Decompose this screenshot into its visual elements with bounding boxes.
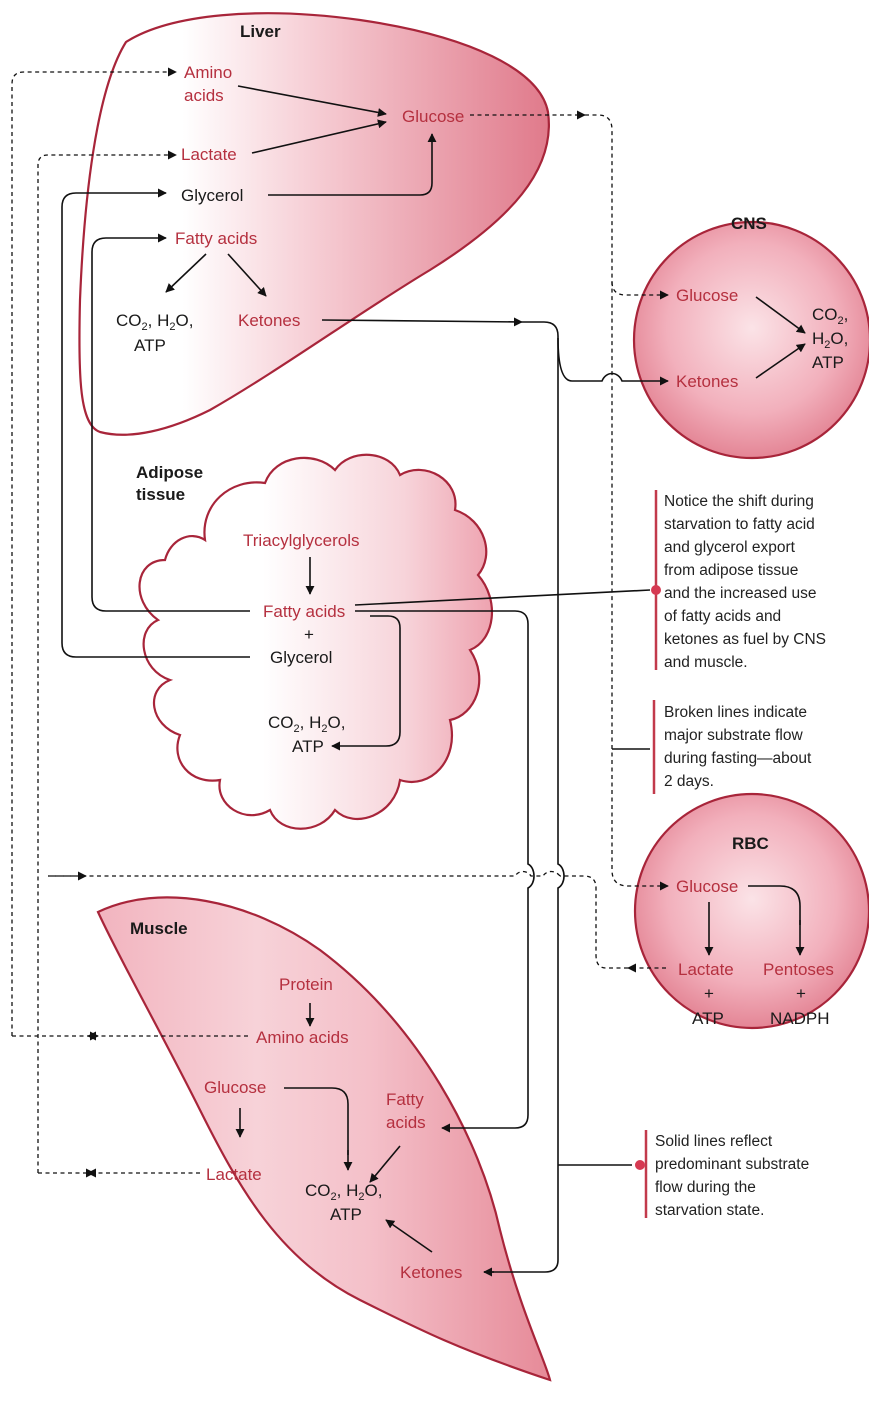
adipose-title-line1: Adipose (136, 463, 203, 482)
rbc-shape (633, 792, 869, 1030)
note-solid-lines: Solid lines reflect predominant substrat… (635, 1130, 809, 1219)
cns-products-h2o: H2O, (812, 329, 848, 351)
note-shift-marker (651, 585, 661, 595)
muscle-products-atp: ATP (330, 1205, 362, 1224)
muscle-lactate: Lactate (206, 1165, 262, 1184)
muscle-fatty-acids-line1: Fatty (386, 1090, 424, 1109)
rbc-lactate: Lactate (678, 960, 734, 979)
note-broken-line: during fasting—about (664, 750, 812, 767)
adipose-shape (138, 453, 494, 830)
rbc-nadph: NADPH (770, 1009, 830, 1028)
liver-products-line1: CO2, H2O, (116, 311, 193, 333)
adipose-fatty-acids: Fatty acids (263, 602, 345, 621)
liver-glucose: Glucose (402, 107, 464, 126)
note-shift-line: of fatty acids and (664, 608, 781, 625)
rbc-glucose: Glucose (676, 877, 738, 896)
cns-glucose: Glucose (676, 286, 738, 305)
liver-glycerol: Glycerol (181, 186, 243, 205)
note-shift-line: and the increased use (664, 585, 817, 602)
note-shift-line: and glycerol export (664, 539, 796, 556)
muscle-fatty-acids-line2: acids (386, 1113, 426, 1132)
liver-fatty-acids: Fatty acids (175, 229, 257, 248)
cns-products-co2: CO2, (812, 305, 848, 327)
cns-title: CNS (731, 214, 767, 233)
note-solid-line: flow during the (655, 1179, 756, 1196)
adipose-products-atp: ATP (292, 737, 324, 756)
cns-shape (632, 220, 869, 460)
liver-products-atp: ATP (134, 336, 166, 355)
muscle-protein: Protein (279, 975, 333, 994)
note-shift-line: Notice the shift during (664, 493, 814, 510)
rbc-plus-1: + (704, 984, 714, 1003)
note-solid-line: Solid lines reflect (655, 1133, 773, 1150)
adipose-glycerol: Glycerol (270, 648, 332, 667)
note-solid-line: starvation state. (655, 1202, 764, 1219)
muscle-shape (96, 896, 552, 1382)
note-shift-line: from adipose tissue (664, 562, 798, 579)
adipose-products-line1: CO2, H2O, (268, 713, 345, 735)
adipose-title-line2: tissue (136, 485, 185, 504)
liver-title: Liver (240, 22, 281, 41)
adipose-triacylglycerols: Triacylglycerols (243, 531, 360, 550)
liver-amino-acids-line1: Amino (184, 63, 232, 82)
adipose-plus: + (304, 625, 314, 644)
note-shift-line: ketones as fuel by CNS (664, 631, 826, 648)
cns-products-atp: ATP (812, 353, 844, 372)
liver-lactate: Lactate (181, 145, 237, 164)
rbc-plus-2: + (796, 984, 806, 1003)
rbc-title: RBC (732, 834, 769, 853)
liver-shape (78, 12, 550, 436)
muscle-ketones: Ketones (400, 1263, 462, 1282)
note-shift-line: starvation to fatty acid (664, 516, 815, 533)
rbc-pentoses: Pentoses (763, 960, 834, 979)
note-broken-line: Broken lines indicate (664, 704, 807, 721)
liver-amino-acids-line2: acids (184, 86, 224, 105)
muscle-title: Muscle (130, 919, 188, 938)
solid-pathways (61, 85, 806, 1277)
dashed-pathways (11, 67, 669, 1178)
liver-ketones: Ketones (238, 311, 300, 330)
note-broken-lines: Broken lines indicate major substrate fl… (652, 700, 812, 794)
rbc-atp: ATP (692, 1009, 724, 1028)
note-broken-line: 2 days. (664, 773, 714, 790)
muscle-amino-acids: Amino acids (256, 1028, 349, 1047)
note-shift-line: and muscle. (664, 654, 748, 671)
note-solid-marker (635, 1160, 645, 1170)
note-broken-line: major substrate flow (664, 727, 803, 744)
muscle-glucose: Glucose (204, 1078, 266, 1097)
note-shift: Notice the shift during starvation to fa… (651, 490, 826, 671)
note-solid-line: predominant substrate (655, 1156, 809, 1173)
cns-ketones: Ketones (676, 372, 738, 391)
muscle-products-line1: CO2, H2O, (305, 1181, 382, 1203)
